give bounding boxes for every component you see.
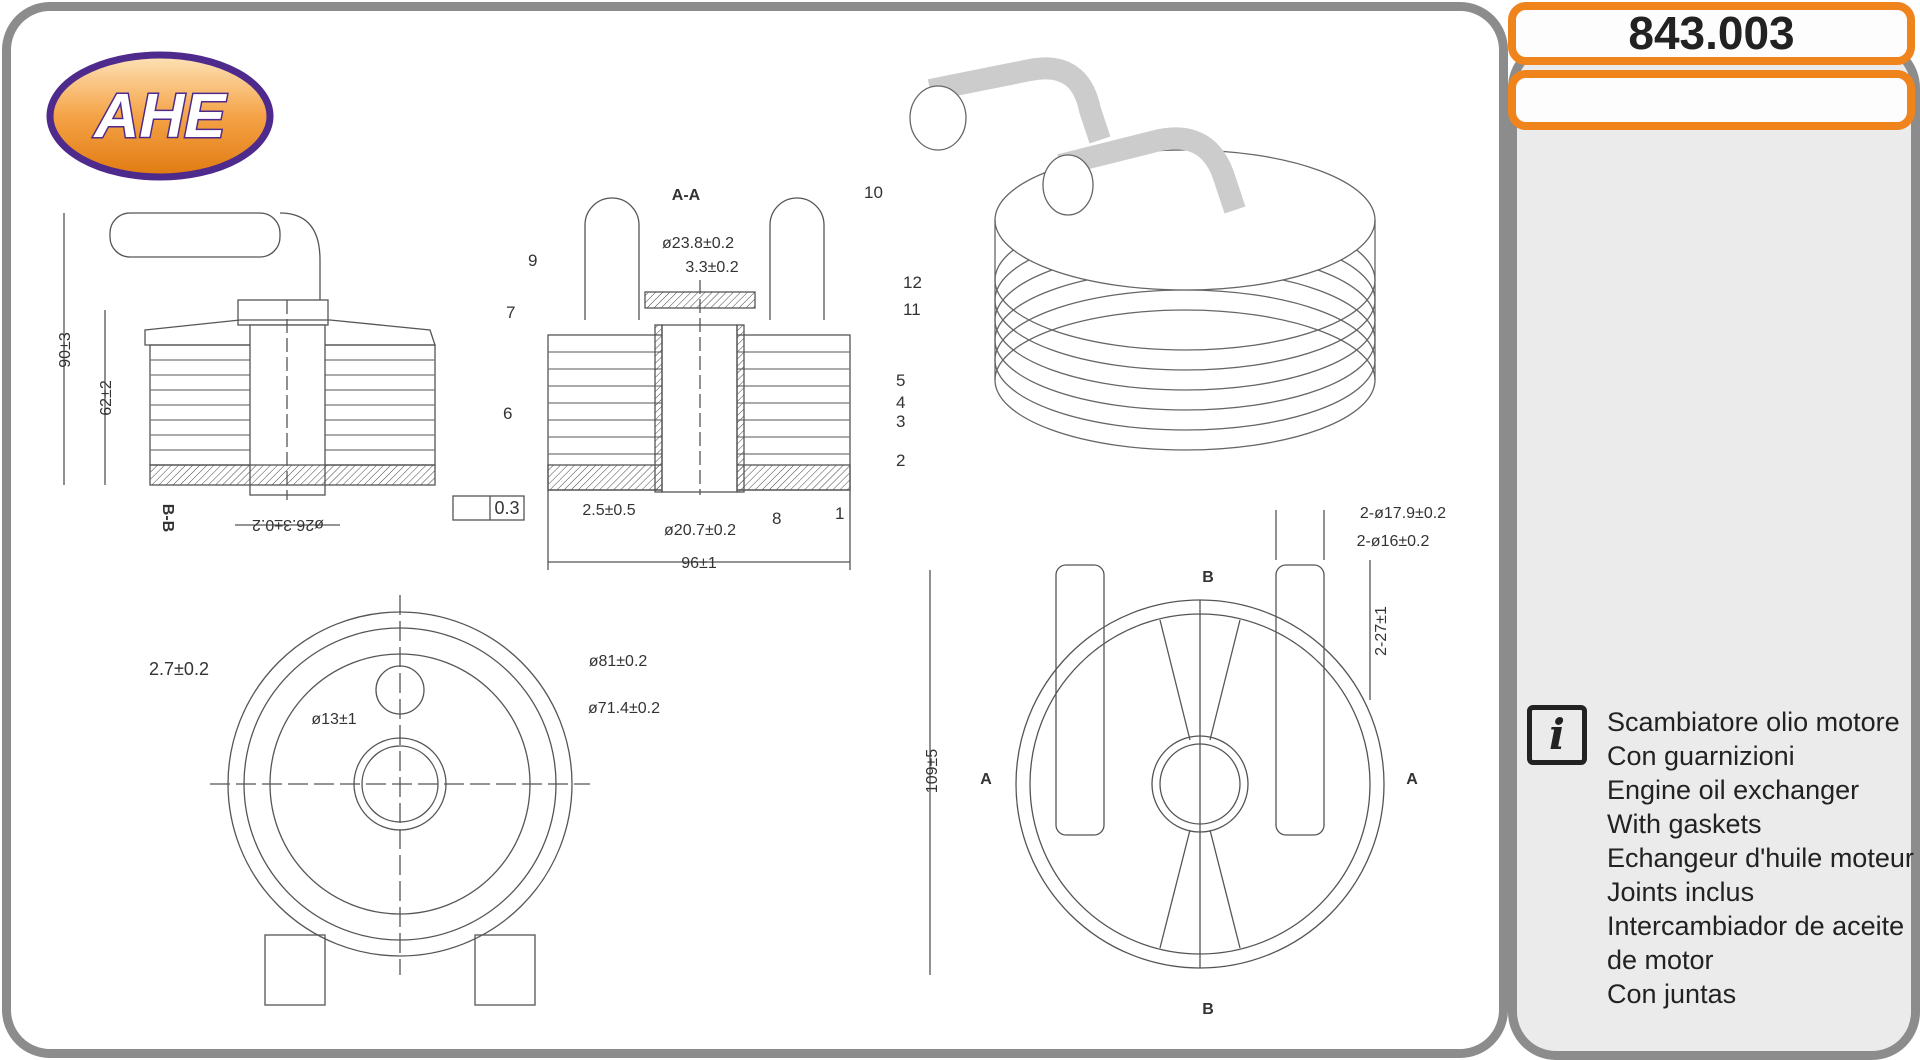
desc-line: de motor [1607, 945, 1714, 975]
callout-2: 2 [896, 451, 905, 470]
callout-5: 5 [896, 371, 905, 390]
ahe-logo: AHE [46, 51, 274, 181]
callout-1: 1 [835, 504, 844, 523]
section-view [452, 197, 851, 570]
callout-9: 9 [528, 251, 537, 270]
bottom-view [210, 595, 590, 1006]
callout-11: 11 [903, 300, 921, 319]
callout-12: 12 [903, 273, 922, 292]
callout-10: 10 [864, 183, 883, 202]
dim-inner: ø71.4±0.2 [588, 700, 660, 717]
info-icon: i [1527, 705, 1587, 765]
desc-line: Echangeur d'huile moteur [1607, 843, 1914, 873]
info-panel [1508, 40, 1920, 1060]
top-view [929, 510, 1385, 975]
dim-pipe-inner: 2-ø16±0.2 [1357, 533, 1430, 550]
dim-bore: ø26.3±0.2 [252, 516, 324, 533]
dim-wall: 2.7±0.2 [149, 659, 209, 679]
desc-line: Con juntas [1607, 979, 1737, 1009]
desc-line: Scambiatore olio motore [1607, 707, 1900, 737]
desc-line: With gaskets [1607, 809, 1762, 839]
dim-height: 109±5 [924, 749, 941, 793]
dim-outer: ø81±0.2 [589, 653, 648, 670]
dim-height-total: 90±3 [57, 332, 74, 368]
desc-line: Con guarnizioni [1607, 741, 1795, 771]
dim-width: 96±1 [681, 555, 717, 572]
dim-d-top: ø23.8±0.2 [662, 235, 734, 252]
callout-8: 8 [772, 509, 781, 528]
desc-line: Joints inclus [1607, 877, 1755, 907]
dim-height-body: 62±2 [98, 380, 115, 416]
callout-6: 6 [503, 404, 512, 423]
section-b-bottom: B [1202, 1001, 1214, 1018]
section-label-bb: B-B [159, 504, 176, 532]
dim-hole: ø13±1 [311, 711, 356, 728]
dim-offset: 3.3±0.2 [685, 259, 738, 276]
secondary-box [1508, 70, 1915, 130]
desc-line: Intercambiador de aceite [1607, 911, 1905, 941]
callout-7: 7 [506, 303, 515, 322]
dim-pipe-len: 2-27±1 [1373, 606, 1390, 656]
product-render [909, 57, 1376, 451]
flatness-value: 0.3 [494, 498, 519, 518]
section-b-top: B [1202, 569, 1214, 586]
callout-4: 4 [896, 393, 905, 412]
dim-pipe-outer: 2-ø17.9±0.2 [1360, 505, 1446, 522]
desc-line: Engine oil exchanger [1607, 775, 1860, 805]
section-label-aa: A-A [672, 187, 701, 204]
description: Scambiatore olio motore Con guarnizioni … [1607, 705, 1914, 1011]
part-number: 843.003 [1508, 2, 1915, 65]
logo-text: AHE [93, 82, 228, 151]
section-a-left: A [980, 771, 992, 788]
section-a-right: A [1406, 771, 1418, 788]
dim-protrusion: 2.5±0.5 [582, 502, 635, 519]
callout-3: 3 [896, 412, 905, 431]
dim-d-bottom: ø20.7±0.2 [664, 522, 736, 539]
side-view [63, 212, 436, 526]
